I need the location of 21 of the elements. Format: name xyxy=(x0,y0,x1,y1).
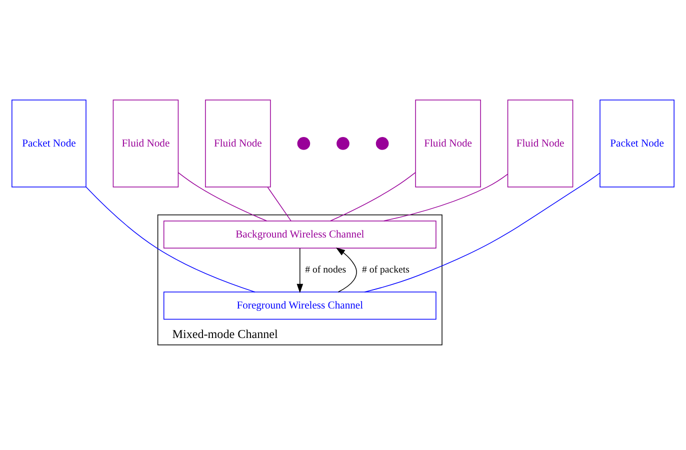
node-box: Background Wireless Channel xyxy=(163,220,436,248)
arrow xyxy=(296,248,304,292)
connector xyxy=(383,173,508,221)
node-box: Packet Node xyxy=(12,99,86,187)
node-box: Fluid Node xyxy=(112,99,179,187)
connector xyxy=(330,172,416,221)
edge-label: # of nodes xyxy=(305,264,346,276)
node-circle xyxy=(376,136,389,150)
node-box: Fluid Node xyxy=(415,99,481,187)
connector xyxy=(364,172,600,292)
connector xyxy=(267,186,292,221)
node-box: Foreground Wireless Channel xyxy=(163,291,436,320)
node-box: Fluid Node xyxy=(205,99,271,187)
arrow xyxy=(336,247,357,292)
node-circle xyxy=(336,136,350,150)
node-box: Packet Node xyxy=(600,99,674,187)
node-circle xyxy=(297,136,310,150)
node-box: Fluid Node xyxy=(507,99,574,187)
connector xyxy=(86,186,256,292)
connector xyxy=(178,172,268,221)
edge-label: # of packets xyxy=(362,264,410,276)
